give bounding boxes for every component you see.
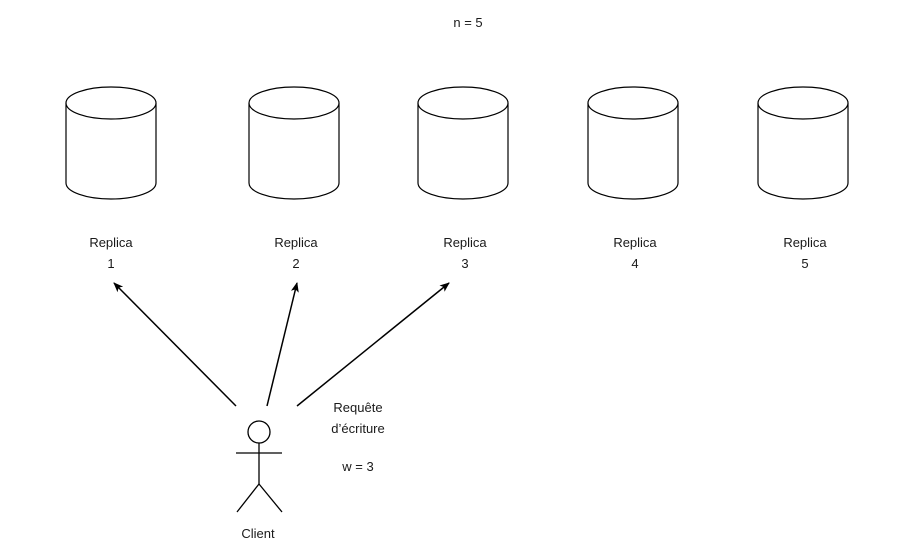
replica-2-database-icon[interactable] [248,86,340,200]
write-request-label-line-2: d’écriture [331,421,385,436]
replica-4-database-icon[interactable] [587,86,679,200]
replica-5-label-number: 5 [801,256,809,271]
replica-2-label-name: Replica [274,235,318,250]
replica-4-label-name: Replica [613,235,657,250]
replica-2-label: Replica 2 [256,232,336,274]
replica-2-label-number: 2 [292,256,300,271]
replica-1-label-name: Replica [89,235,133,250]
write-quorum-label: w = 3 [342,459,374,474]
replica-3-label-number: 3 [461,256,469,271]
client-label: Client [241,526,275,541]
arrow-to-replica-3 [296,282,450,407]
arrow-to-replica-1 [113,282,237,407]
replica-4-label-number: 4 [631,256,639,271]
replica-3-database-icon[interactable] [417,86,509,200]
write-request-label: Requête d’écriture [331,397,384,439]
replica-1-database-icon[interactable] [65,86,157,200]
replica-1-label: Replica 1 [71,232,151,274]
replica-3-label-name: Replica [443,235,487,250]
replica-1-label-number: 1 [107,256,115,271]
replica-5-label: Replica 5 [765,232,845,274]
replica-5-database-icon[interactable] [757,86,849,200]
replica-5-label-name: Replica [783,235,827,250]
replica-4-label: Replica 4 [595,232,675,274]
write-request-label-line-1: Requête [333,400,383,415]
client-person-icon[interactable] [236,420,283,513]
arrow-to-replica-2 [266,282,299,407]
replica-3-label: Replica 3 [425,232,505,274]
replication-factor-label: n = 5 [453,15,483,30]
